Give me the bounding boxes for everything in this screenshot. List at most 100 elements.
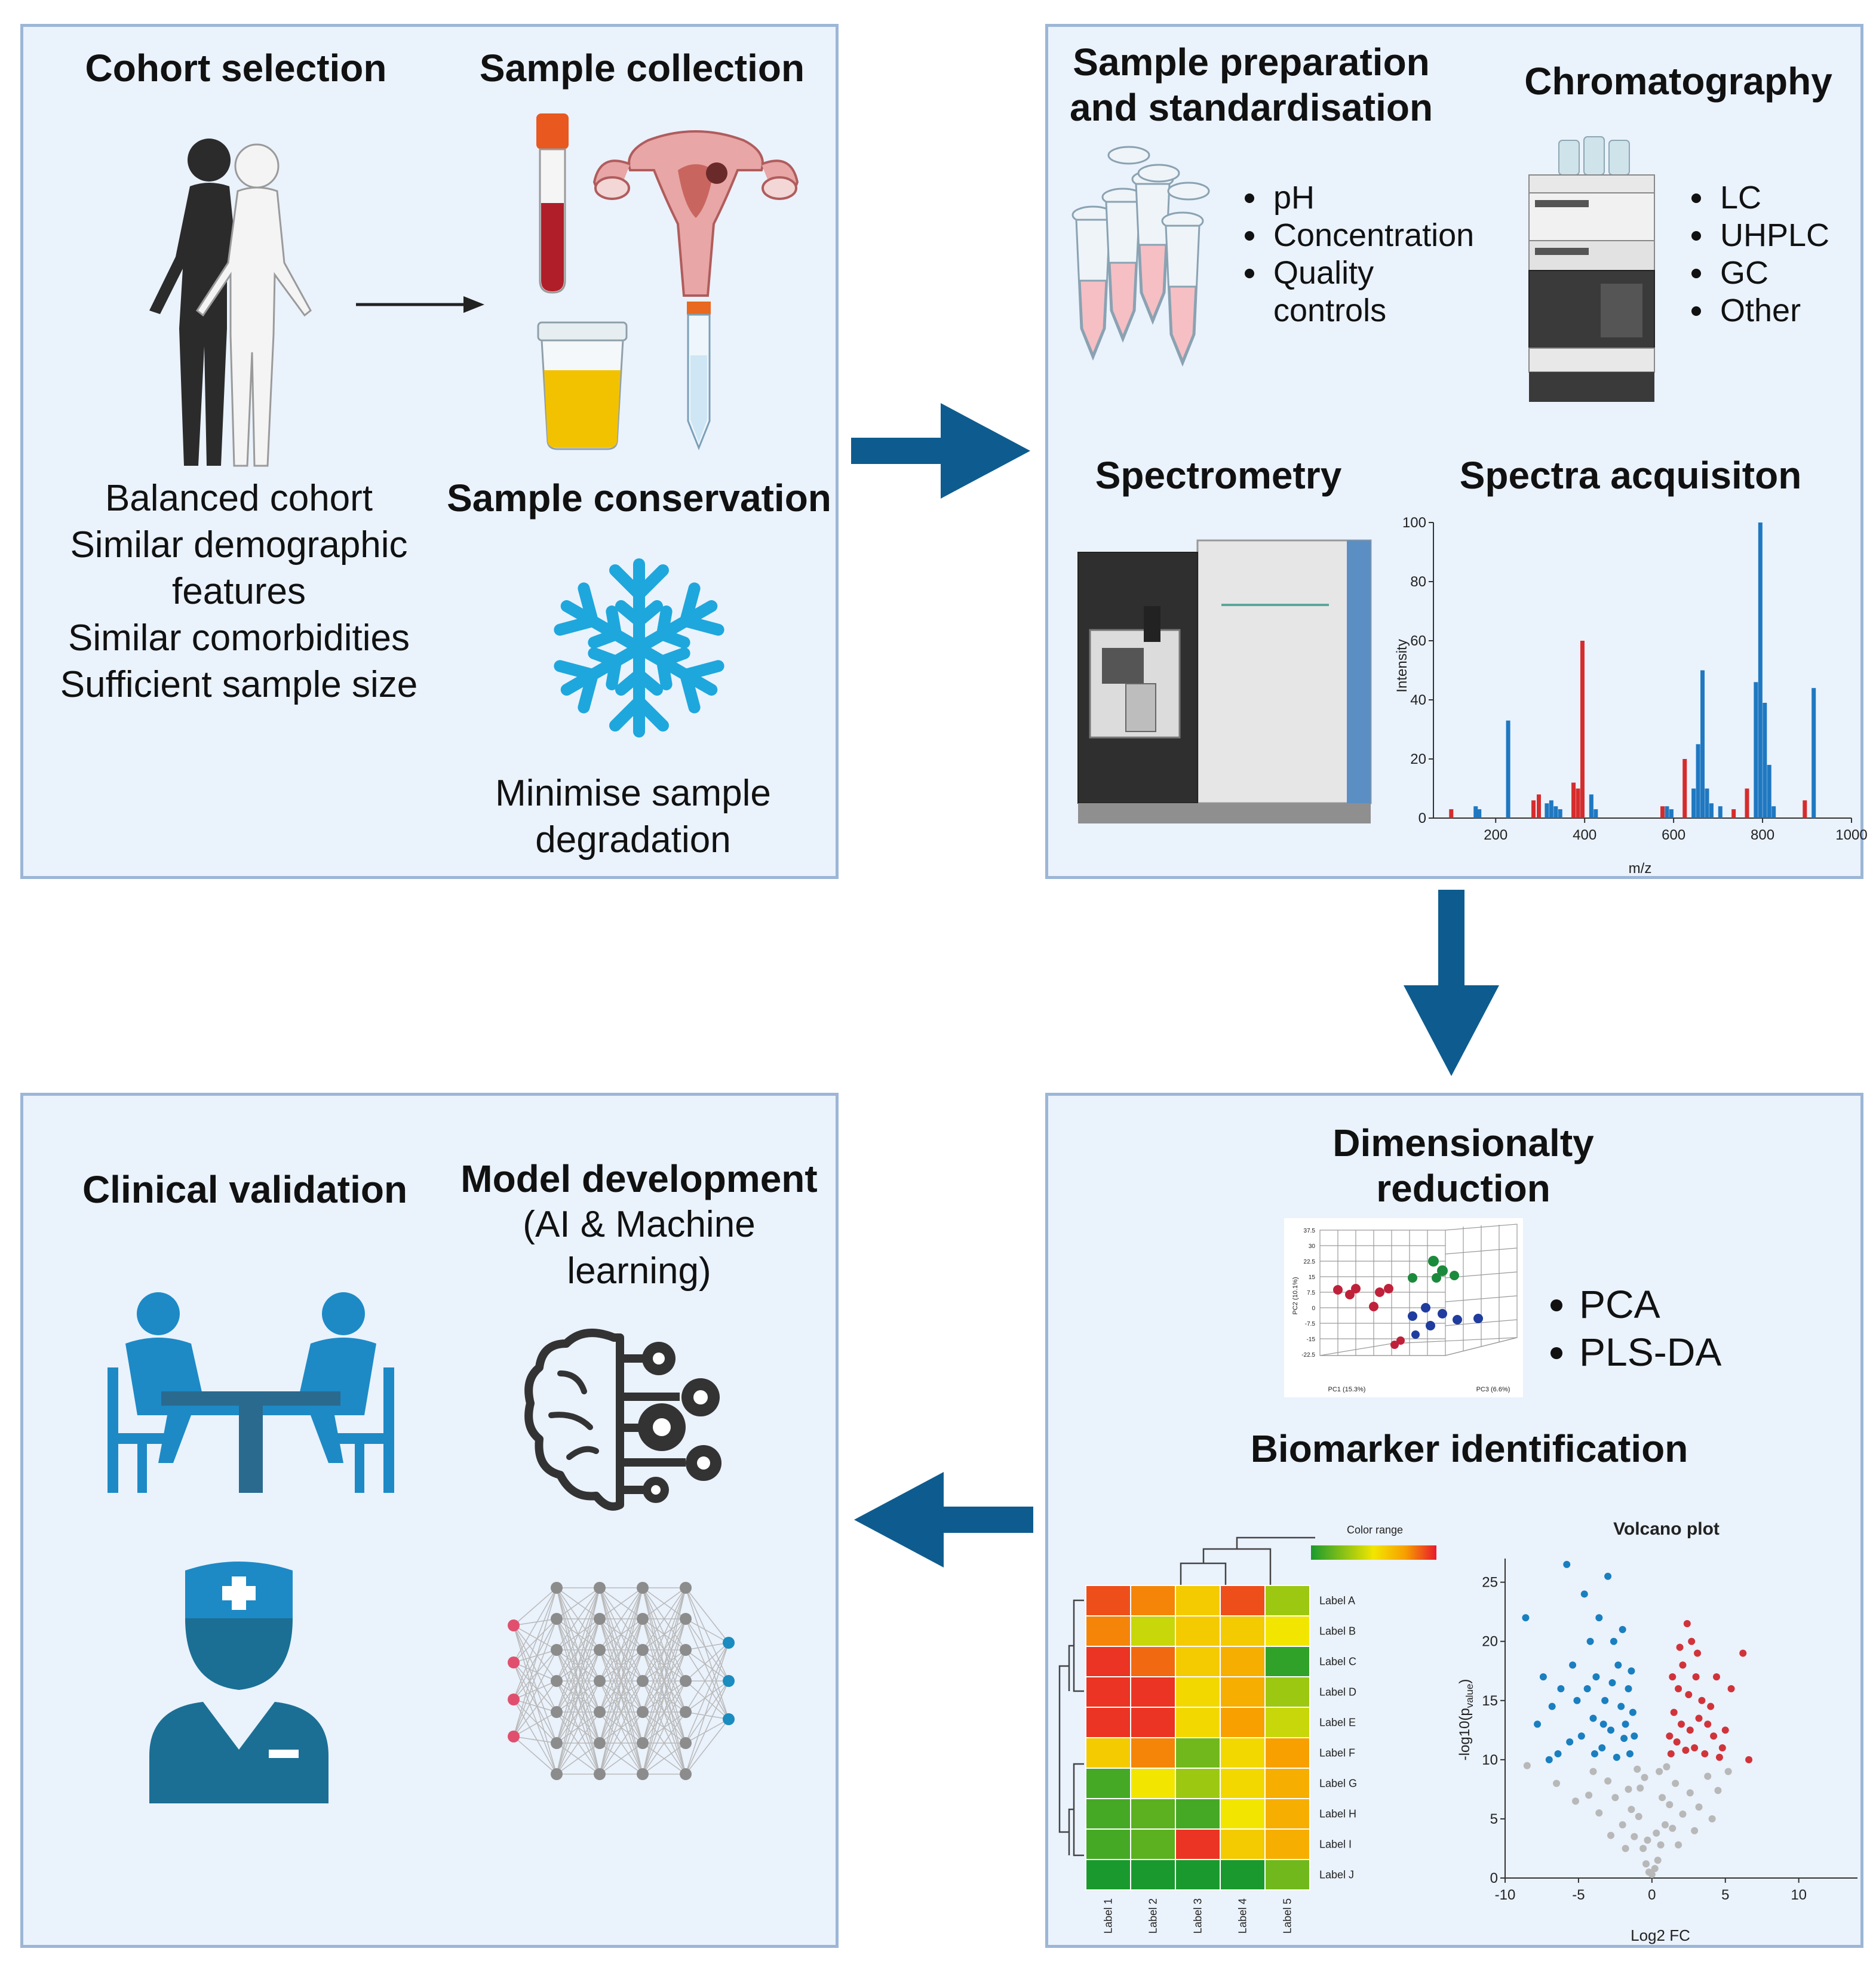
network-node	[508, 1619, 520, 1631]
spectrum-y-tick-label: 40	[1410, 692, 1426, 708]
volcano-point	[1718, 1744, 1726, 1752]
network-edge	[642, 1587, 686, 1682]
network-edge	[685, 1711, 729, 1720]
heatmap-row-label: Label F	[1319, 1747, 1355, 1759]
heatmap-row-label: Label G	[1319, 1778, 1357, 1790]
network-node	[594, 1737, 606, 1749]
network-edge	[599, 1587, 643, 1682]
network-edge	[599, 1587, 643, 1651]
network-node	[637, 1737, 649, 1749]
heatmap-cell	[1264, 1859, 1310, 1891]
heatmap-row-label: Label I	[1319, 1839, 1352, 1851]
panel-validation	[20, 1093, 839, 1948]
heatmap-row-dendrogram	[1058, 1599, 1084, 1857]
spectrum-peak	[1731, 809, 1736, 818]
conservation-line-1: Minimise sample	[495, 773, 771, 814]
heatmap-row-label: Label H	[1319, 1808, 1356, 1820]
network-edge	[642, 1742, 686, 1775]
network-edge	[513, 1587, 557, 1737]
heatmap-row-label: Label E	[1319, 1717, 1356, 1729]
heatmap-cell	[1130, 1585, 1176, 1616]
network-node	[637, 1706, 649, 1718]
network-node	[551, 1737, 563, 1749]
volcano-point	[1708, 1815, 1716, 1822]
sample-prep-title-line-1: Sample preparation	[1073, 41, 1430, 84]
heatmap-cell	[1085, 1737, 1131, 1769]
dim-item-pca: PCA	[1547, 1280, 1721, 1328]
volcano-point	[1635, 1812, 1642, 1820]
network-edge	[513, 1680, 557, 1700]
network-edge	[513, 1699, 557, 1744]
clinical-validation-title: Clinical validation	[82, 1168, 408, 1211]
network-edge	[513, 1625, 557, 1713]
network-edge	[685, 1618, 729, 1643]
spectrum-peak	[1449, 809, 1454, 818]
network-node	[637, 1582, 649, 1594]
volcano-point	[1663, 1763, 1671, 1771]
pca-y-tick-label: 15	[1309, 1274, 1316, 1281]
volcano-x-tick-label: 5	[1721, 1887, 1729, 1903]
network-edge	[599, 1711, 643, 1775]
volcano-point	[1701, 1750, 1709, 1757]
network-edge	[685, 1719, 729, 1744]
network-node	[637, 1675, 649, 1687]
heatmap-row-label: Label A	[1319, 1595, 1355, 1607]
heatmap-row-label: Label J	[1319, 1869, 1354, 1881]
network-edge	[513, 1649, 557, 1663]
heatmap-cell	[1220, 1798, 1266, 1830]
heatmap-row-label: Label C	[1319, 1656, 1356, 1668]
pca-axis-pc3: PC3 (6.6%)	[1476, 1386, 1510, 1393]
volcano-point	[1685, 1691, 1693, 1698]
pca-axis-pc2: PC2 (10.1%)	[1292, 1277, 1299, 1315]
volcano-point	[1628, 1667, 1635, 1675]
heatmap-cell	[1130, 1646, 1176, 1677]
network-node	[680, 1706, 692, 1718]
network-edge	[513, 1625, 557, 1744]
heatmap-cell	[1220, 1615, 1266, 1647]
volcano-point	[1698, 1696, 1706, 1704]
network-edge	[642, 1618, 686, 1775]
dimensionality-title-line-1: Dimensionalty	[1332, 1121, 1594, 1164]
network-edge	[685, 1649, 729, 1682]
chrom-item-lc: LC	[1688, 179, 1829, 217]
volcano-point	[1651, 1865, 1659, 1873]
volcano-point	[1577, 1732, 1585, 1740]
pca-y-tick-label: -22.5	[1301, 1352, 1315, 1359]
network-node	[508, 1694, 520, 1705]
network-node	[551, 1582, 563, 1594]
spectrum-y-tick-label: 0	[1418, 810, 1426, 826]
volcano-point	[1670, 1708, 1678, 1716]
volcano-point	[1604, 1572, 1612, 1580]
spectrum-peak	[1536, 794, 1541, 818]
network-node	[723, 1713, 735, 1725]
volcano-point	[1580, 1590, 1588, 1598]
pca-y-tick-label: 22.5	[1304, 1259, 1316, 1265]
volcano-point	[1539, 1673, 1547, 1681]
arrow-right	[851, 403, 1030, 499]
volcano-x-tick-label: 10	[1791, 1887, 1807, 1903]
volcano-point	[1545, 1756, 1553, 1763]
volcano-point	[1639, 1845, 1647, 1852]
volcano-point	[1573, 1696, 1581, 1704]
nurse-icon	[149, 1562, 328, 1803]
heatmap-cell	[1085, 1828, 1131, 1860]
volcano-point	[1657, 1841, 1665, 1849]
spectrum-peak	[1665, 806, 1669, 818]
volcano-point	[1694, 1649, 1702, 1657]
network-node	[594, 1613, 606, 1625]
network-edge	[599, 1618, 643, 1775]
volcano-point	[1589, 1768, 1597, 1775]
network-node	[551, 1644, 563, 1656]
network-node	[551, 1768, 563, 1780]
spectrum-peak	[1580, 641, 1585, 818]
spectrum-peak	[1691, 788, 1696, 818]
network-edge	[513, 1618, 557, 1663]
volcano-point	[1599, 1720, 1607, 1728]
spectrum-peak	[1473, 806, 1478, 818]
heatmap-cell	[1130, 1615, 1176, 1647]
volcano-point	[1601, 1696, 1609, 1704]
cohort-criteria-line-2: Similar demographic	[70, 524, 408, 565]
network-node	[594, 1675, 606, 1687]
network-edge	[599, 1587, 643, 1713]
network-edge	[685, 1642, 729, 1713]
